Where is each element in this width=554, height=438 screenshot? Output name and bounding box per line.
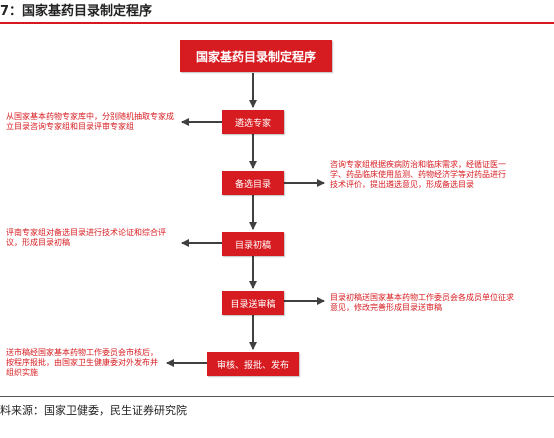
note-approve-publish: 送市稿经国家基本药物工作委员会市核后，按程序报批，由国家卫生健康委对外发布并组织… <box>6 348 158 377</box>
note-candidate-list: 咨询专家组根据疾病防治和临床需求，经循证医一学、药品临床使用监测、药物经济学等对… <box>330 160 506 189</box>
note-review-draft: 目录初稿送国家基本药物工作委员会各成员单位征求意见，修改完善形成目录送审稿 <box>330 293 514 312</box>
footer-divider <box>0 396 554 397</box>
step-box-review-draft: 目录送审稿 <box>222 291 284 315</box>
step-box-approve-publish: 审核、报批、发布 <box>207 352 299 376</box>
note-select-experts: 从国家基本药物专家库中，分别随机抽取专家成立目录咨询专家组和目录评审专家组 <box>6 112 174 131</box>
step-box-candidate-list: 备选目录 <box>222 171 284 195</box>
source-note: 料来源：国家卫健委，民生证券研究院 <box>0 404 187 417</box>
note-draft-list: 评南专家组对备选目录进行技术论证和综合评议，形成目录初稿 <box>6 228 166 247</box>
figure-title: 7：国家基药目录制定程序 <box>0 4 153 19</box>
step-box-draft-list: 目录初稿 <box>222 232 284 256</box>
main-title-box: 国家基药目录制定程序 <box>180 40 332 72</box>
title-divider <box>0 22 554 24</box>
step-box-select-experts: 遴选专家 <box>222 110 284 134</box>
